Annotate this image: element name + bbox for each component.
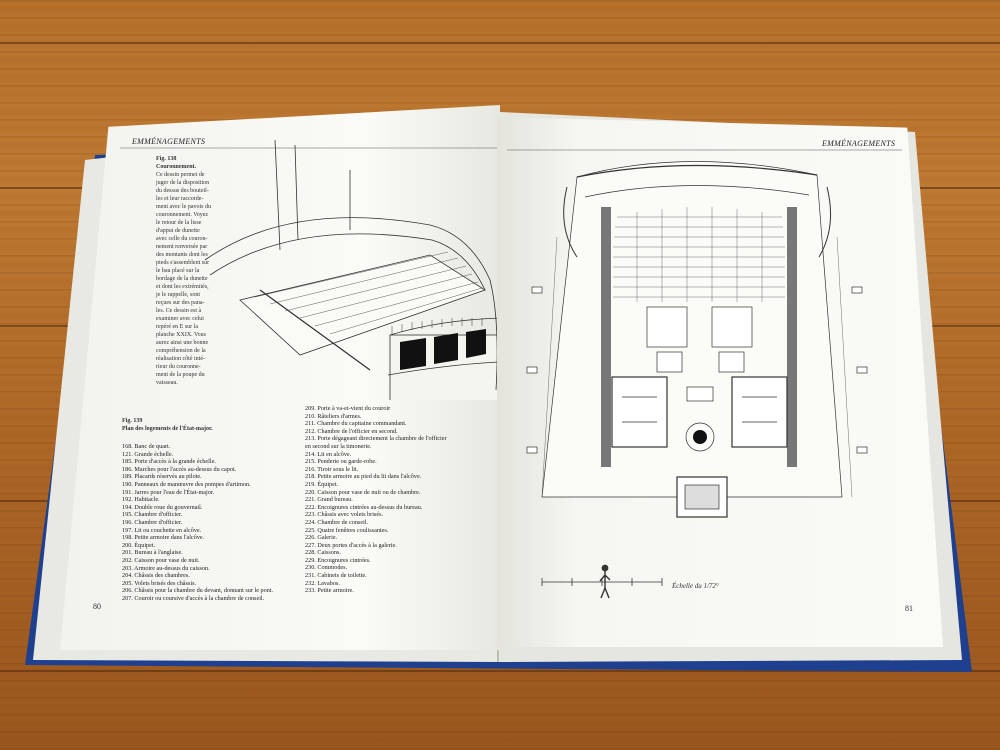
caption-line: nement renversée par (156, 244, 208, 250)
fig138-text: Ce dessin permet de juger de la dispositi… (156, 171, 214, 387)
caption-line: rieur du couronne- (156, 364, 201, 370)
caption-line: reçues sur des pana- (156, 300, 205, 306)
caption-line: examiner avec celui (156, 316, 204, 322)
header-rule (507, 149, 902, 151)
legend-item: 212. Chambre de l'officier en second. (305, 427, 398, 435)
human-scale-figure-icon (599, 564, 611, 599)
running-head-right: EMMÉNAGEMENTS (822, 139, 896, 148)
legend-item: 230. Commodes. (305, 564, 348, 572)
legend-item: 224. Chambre de conseil. (305, 518, 369, 526)
caption-line: réalisation côté inté- (156, 356, 205, 362)
legend-item: 219. Équipet. (305, 480, 339, 488)
legend-item: 121. Grande échelle. (122, 450, 174, 458)
caption-line: d'appui de dunette (156, 228, 200, 234)
table-seam (0, 42, 1000, 44)
legend-item: 189. Placards réservés au pilote. (122, 473, 202, 481)
caption-line: aurez ainsi une bonne (156, 340, 209, 346)
legend-item: 204. Châssis des chambres. (122, 572, 190, 580)
caption-line: compréhension de la (156, 348, 206, 354)
legend-item: 205. Volets brisés des châssis. (122, 579, 197, 587)
caption-line: pieds s'assemblent sur (156, 260, 210, 266)
legend-item: 221. Grand bureau. (305, 496, 353, 504)
legend-item: 216. Tiroir sous le lit. (305, 465, 359, 473)
caption-line: je le rappelle, sont (156, 292, 200, 298)
legend-item: 190. Panneaux de manœuvre des pompes d'a… (122, 480, 251, 488)
legend-item: 168. Banc de quart. (122, 443, 171, 450)
legend-item: 195. Chambre d'officier. (122, 511, 183, 519)
scale-caption: Échelle du 1/72° (672, 582, 719, 590)
caption-line: des montants dont les (156, 252, 208, 258)
legend-item: 218. Petite armoire au pied du lit dans … (305, 473, 422, 481)
table-seam (0, 670, 1000, 672)
legend-item: 197. Lit ou couchette en alcôve. (122, 526, 202, 534)
legend-item: 229. Encoignures cintrées. (305, 556, 371, 564)
fig138-label: Fig. 138 (156, 156, 177, 162)
legend-item: 191. Jarres pour l'eau de l'État-major. (122, 488, 215, 496)
caption-line: les et leur raccorde- (156, 196, 204, 202)
legend-item: 222. Encoignures cintrées au-dessus du b… (305, 503, 423, 511)
legend-item: 228. Caissons. (305, 549, 341, 557)
legend-item: 220. Caisson pour vase de nuit ou de cha… (305, 488, 421, 496)
caption-line: juger de la disposition (156, 180, 210, 186)
caption-line: du dessus des bouteil- (156, 188, 209, 194)
legend-item: 200. Équipet. (122, 541, 156, 549)
legend-item: 214. Lit en alcôve. (305, 450, 352, 458)
caption-line: ment de la poupe du (156, 372, 205, 378)
scale-bar (541, 564, 663, 599)
legend-item: 231. Cabinets de toilette. (305, 572, 367, 580)
caption-line: vaisseau. (156, 380, 178, 386)
page-number-right: 81 (905, 604, 913, 613)
legend-item: 186. Marches pour l'accès au-dessus du c… (122, 465, 237, 473)
legend-item: 194. Double roue du gouvernail. (122, 503, 203, 511)
legend-item: 196. Chambre d'officier. (122, 518, 183, 526)
stern-drawing (204, 140, 500, 400)
caption-line: planche XXIX. Vous (156, 332, 206, 338)
legend-item: 232. Lavabos. (305, 579, 340, 587)
legend-item: 209. Porte à va-et-vient du couroir (305, 405, 391, 412)
legend-item: 210. Râteliers d'armes. (305, 412, 362, 420)
fig138-caption: Fig. 138 Couronnement. Ce dessin permet … (156, 155, 214, 387)
header-rule (120, 147, 500, 149)
caption-line: le retour de la lisse (156, 220, 202, 226)
running-head-left: EMMÉNAGEMENTS (132, 137, 206, 146)
caption-line: ment avec le pavois du (156, 204, 211, 210)
caption-line: repéré en E sur la (156, 324, 198, 330)
legend-item: 185. Porte d'accès à la grande échelle. (122, 458, 216, 466)
legend-item: 211. Chambre du capitaine commandant. (305, 420, 407, 428)
legend-item: en second sur la timonerie. (305, 442, 372, 450)
right-page: EMMÉNAGEMENTS (497, 117, 943, 647)
caption-line: Ce dessin permet de (156, 172, 205, 178)
legend-item: 223. Châssis avec volets brisés. (305, 511, 384, 519)
deck-plan-drawing (526, 161, 868, 518)
fig138-title: Couronnement. (156, 164, 197, 170)
legend-column-1: 168. Banc de quart.121. Grande échelle.1… (122, 443, 273, 602)
legend-item: 215. Penderie ou garde-robe. (305, 458, 377, 466)
legend-item: 207. Couroir ou coursive d'accès à la ch… (122, 594, 265, 602)
legend-item: 227. Deux portes d'accès à la galerie. (305, 541, 397, 549)
legend-item: 202. Caisson pour vase de nuit. (122, 556, 200, 564)
legend-item: 233. Petite armoire. (305, 587, 354, 595)
fig139-caption: Fig. 139 Plan des logements de l'État-ma… (122, 417, 213, 433)
caption-line: avec celle du couron- (156, 236, 208, 242)
legend-item: 203. Armoire au-dessus du caisson. (122, 564, 210, 572)
caption-line: bordage de la dunette (156, 276, 208, 282)
legend-item: 213. Porte dégageant directement la cham… (305, 435, 447, 443)
caption-line: les. Ce dessin est à (156, 308, 202, 314)
page-number-left: 80 (93, 602, 101, 611)
caption-line: le bau placé sur la (156, 268, 200, 274)
fig139-title: Plan des logements de l'État-major. (122, 426, 213, 432)
fig139-label: Fig. 139 (122, 418, 143, 424)
left-page: EMMÉNAGEMENTS Fig. 138 Couronnement. Ce … (60, 105, 500, 650)
caption-line: couronnement. Voyez (156, 212, 209, 218)
legend-item: 226. Galerie. (305, 534, 338, 542)
caption-line: et dont les extrémités, (156, 284, 209, 290)
legend-item: 225. Quatre fenêtres coulissantes. (305, 526, 389, 534)
legend-item: 198. Petite armoire dans l'alcôve. (122, 534, 205, 542)
legend-item: 201. Bureau à l'anglaise. (122, 549, 183, 557)
legend-item: 192. Habitacle. (122, 496, 160, 504)
legend-item: 206. Châssis pour la chambre du devant, … (122, 587, 274, 595)
